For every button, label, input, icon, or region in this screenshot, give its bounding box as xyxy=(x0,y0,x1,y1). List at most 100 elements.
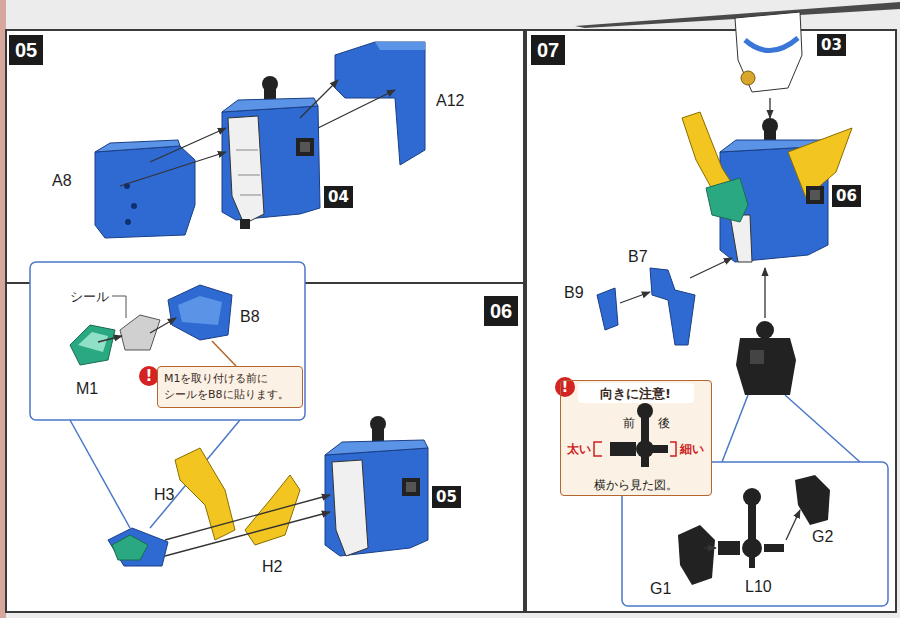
part-l10 xyxy=(742,538,762,558)
callout-number: 03 xyxy=(817,34,846,56)
neck-joint xyxy=(736,338,796,395)
note-leader xyxy=(212,341,236,366)
part-a12 xyxy=(375,42,425,50)
head-assembly-06 xyxy=(806,186,824,204)
part-b7 xyxy=(650,268,695,345)
head-assembly-05 xyxy=(402,478,420,496)
part-l10 xyxy=(718,488,784,568)
detail-box xyxy=(785,395,860,462)
callout-number: 05 xyxy=(432,486,461,508)
part-name: B7 xyxy=(628,248,648,266)
sticker xyxy=(120,315,160,350)
head-assembly-04 xyxy=(222,76,320,229)
view-caption: 横から見た図。 xyxy=(561,477,710,494)
assembly-arrow xyxy=(98,336,122,342)
caution-ground xyxy=(560,380,712,496)
caution-icon: ! xyxy=(139,366,159,386)
head-assembly-04 xyxy=(240,219,250,229)
part-l10 xyxy=(764,544,784,552)
assembly-arrow xyxy=(318,90,395,128)
part-a12 xyxy=(335,42,425,165)
sticker xyxy=(112,296,160,350)
face-part-03 xyxy=(735,12,802,92)
part-g2 xyxy=(795,475,830,525)
head-assembly-05 xyxy=(325,448,428,556)
part-name: L10 xyxy=(745,578,772,596)
assembly-arrow xyxy=(300,80,338,118)
part-name: B8 xyxy=(240,308,260,326)
part-g1 xyxy=(678,525,715,585)
detail-box xyxy=(30,262,305,528)
step-panel xyxy=(6,30,524,283)
neck-joint xyxy=(750,350,764,364)
part-h3 xyxy=(175,448,235,540)
detail-box xyxy=(70,420,130,528)
detail-box xyxy=(30,262,305,420)
part-name: シール xyxy=(70,288,109,306)
note-leader xyxy=(212,341,236,366)
callout-number: 04 xyxy=(324,186,353,208)
part-m1 xyxy=(70,325,115,365)
head-assembly-04 xyxy=(296,138,314,156)
dimension-label: 細い xyxy=(680,441,704,458)
assembly-arrow xyxy=(165,512,330,556)
part-g2 xyxy=(795,475,830,525)
assembly-arrow xyxy=(764,268,765,318)
neck-joint xyxy=(736,321,796,395)
orientation-figure xyxy=(594,442,602,456)
part-l10 xyxy=(749,556,755,568)
assembly-arrow xyxy=(769,98,770,118)
orientation-figure xyxy=(670,442,676,456)
head-assembly-05 xyxy=(325,440,428,455)
callout-number: 06 xyxy=(832,185,861,207)
direction-label: 前 xyxy=(623,415,635,432)
visor-assembly xyxy=(112,535,148,560)
assembly-arrow xyxy=(120,152,226,186)
head-assembly-05 xyxy=(332,460,368,556)
orientation-figure xyxy=(610,442,636,456)
part-h3 xyxy=(175,448,235,540)
part-a8 xyxy=(95,140,195,238)
part-name: A8 xyxy=(52,172,72,190)
step-number: 06 xyxy=(484,296,518,326)
assembly-arrow xyxy=(620,292,650,303)
part-m1 xyxy=(70,325,115,365)
assembly-arrow xyxy=(704,510,800,548)
head-assembly-05 xyxy=(325,416,428,556)
part-a8 xyxy=(95,146,195,238)
part-b9 xyxy=(597,288,618,330)
head-assembly-04 xyxy=(300,142,310,152)
direction-label: 後 xyxy=(658,415,670,432)
face-part-03 xyxy=(741,71,755,85)
part-l10 xyxy=(748,503,756,543)
note-text: M1を取り付ける前に シールをB8に貼ります。 xyxy=(164,371,296,403)
head-assembly-04 xyxy=(222,98,318,112)
dimension-label: 太い xyxy=(567,441,591,458)
orientation-figure xyxy=(637,403,653,419)
assembly-arrow xyxy=(165,495,330,556)
part-name: M1 xyxy=(76,380,98,398)
part-l10 xyxy=(718,541,740,555)
note-heading: 向きに注意! xyxy=(561,385,710,403)
part-b9 xyxy=(597,288,618,330)
part-name: H2 xyxy=(262,558,282,576)
part-b7 xyxy=(650,268,695,345)
assembly-arrow xyxy=(165,495,330,540)
part-g1 xyxy=(678,525,715,585)
head-assembly-04 xyxy=(236,150,261,195)
orientation-figure xyxy=(636,440,654,458)
assembly-arrow xyxy=(690,258,732,278)
head-assembly-05 xyxy=(406,482,416,492)
head-assembly-05 xyxy=(370,416,386,432)
head-assembly-06 xyxy=(730,215,752,262)
part-name: H3 xyxy=(154,486,174,504)
step-number: 07 xyxy=(531,35,565,65)
caution-note: 向きに注意! 前 後太い 細い横から見た図。 xyxy=(560,380,712,496)
step-panel xyxy=(6,30,896,612)
head-assembly-06 xyxy=(706,178,748,222)
visor-assembly xyxy=(108,528,168,566)
face-part-03 xyxy=(745,38,798,51)
part-name: G2 xyxy=(812,528,833,546)
